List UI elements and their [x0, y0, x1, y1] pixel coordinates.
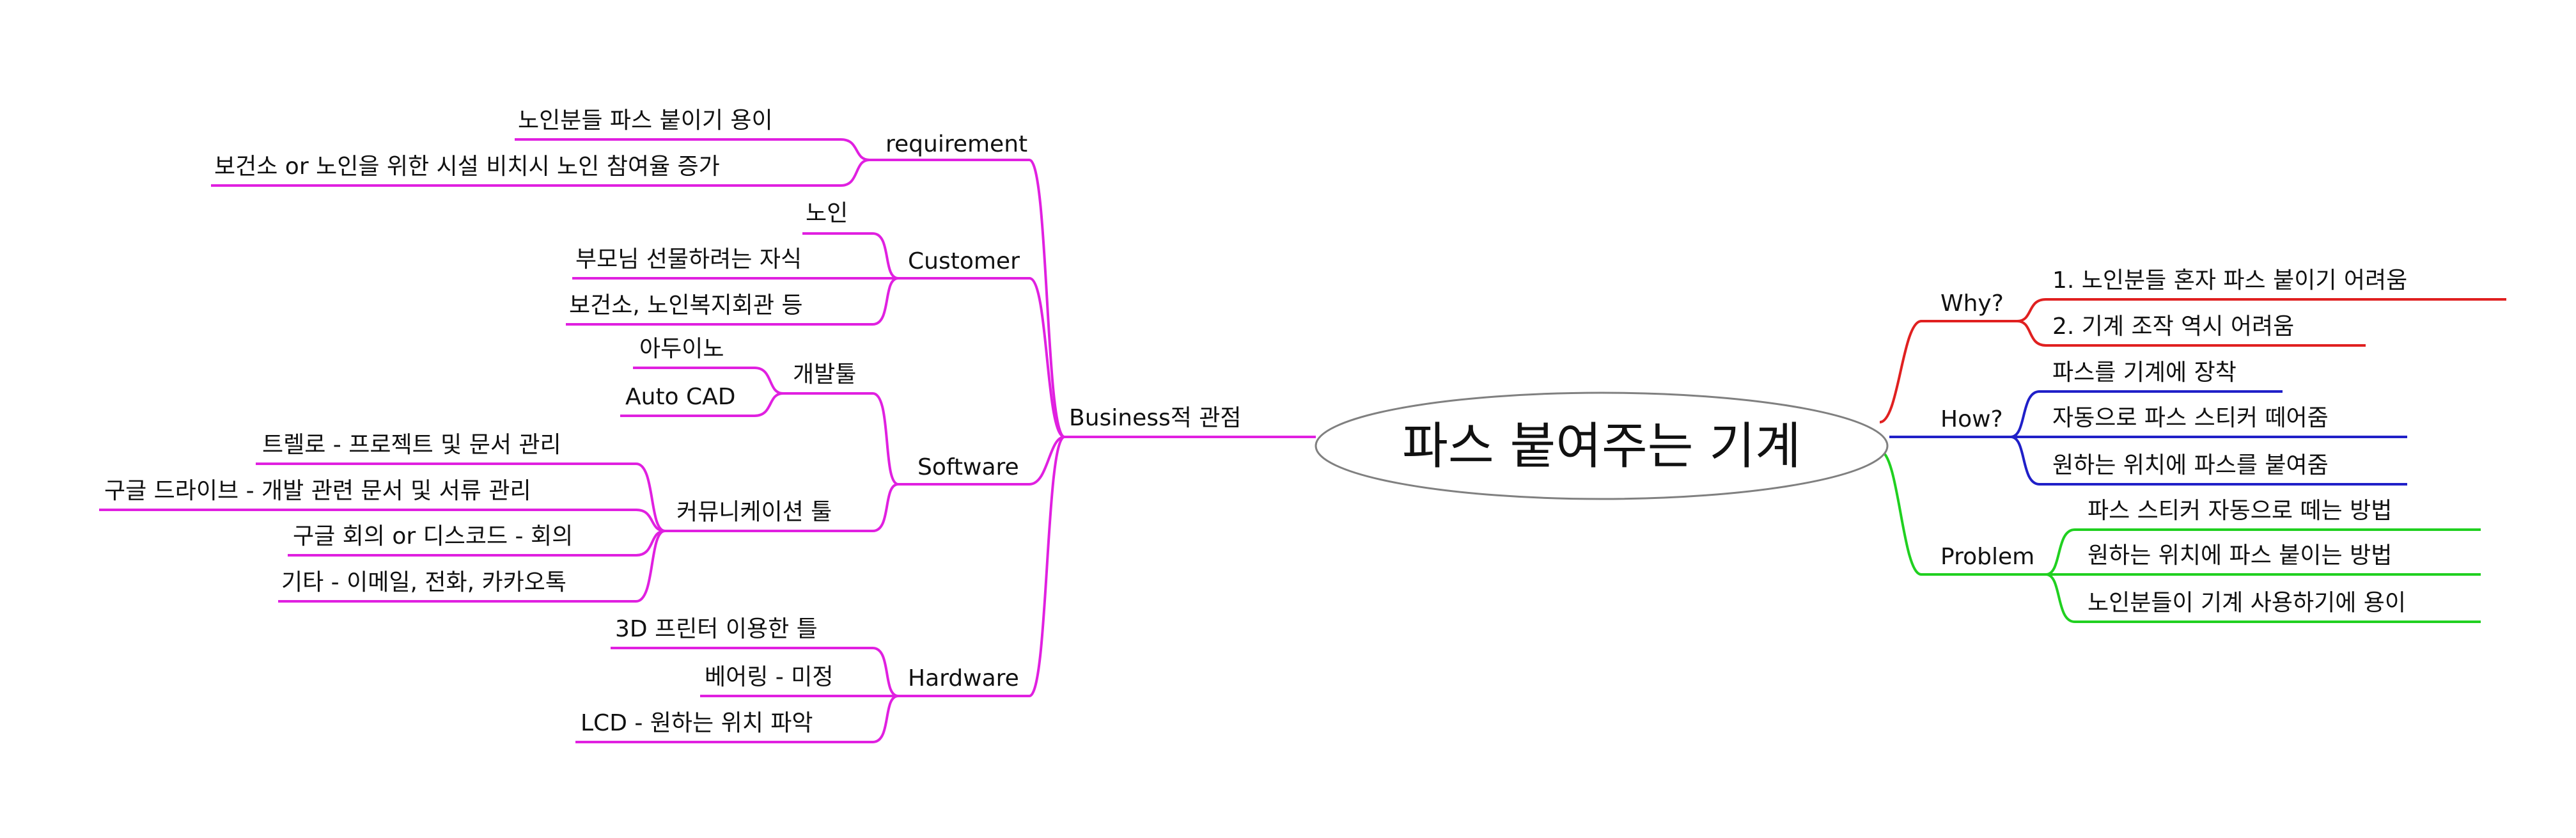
software-label[interactable]: Software	[917, 454, 1019, 480]
edge-software	[898, 436, 1065, 486]
edge-customer	[898, 277, 1065, 438]
edge-why-2	[2017, 320, 2366, 347]
prob-item-2[interactable]: 원하는 위치에 파스 붙이는 방법	[2088, 542, 2392, 569]
how-branch	[1889, 390, 2407, 486]
customer-label[interactable]: Customer	[908, 248, 1020, 274]
comm-item-2[interactable]: 구글 드라이브 - 개발 관련 문서 및 서류 관리	[104, 478, 531, 504]
how-item-2[interactable]: 자동으로 파스 스티커 떼어줌	[2052, 405, 2329, 431]
edge-req-1	[515, 138, 870, 161]
central-node-label: 파스 붙여주는 기계	[1402, 418, 1801, 475]
edge-why	[1879, 320, 2017, 423]
edge-req-2	[211, 159, 870, 187]
edge-cus-3	[566, 277, 899, 326]
prob-item-1[interactable]: 파스 스티커 자동으로 떼는 방법	[2088, 498, 2392, 524]
edge-problem	[1879, 450, 2046, 576]
hw-item-1[interactable]: 3D 프린터 이용한 틀	[615, 616, 818, 642]
edge-how-3	[2010, 436, 2407, 486]
edge-cus-1	[802, 232, 899, 280]
requirement-label[interactable]: requirement	[886, 131, 1027, 157]
edge-why-1	[2017, 298, 2506, 322]
central-node[interactable]	[1315, 391, 1889, 500]
req-item-1[interactable]: 노인분들 파스 붙이기 용이	[518, 107, 773, 134]
why-branch	[1879, 298, 2506, 423]
edge-comm-4	[278, 530, 666, 603]
comm-label[interactable]: 커뮤니케이션 툴	[676, 499, 832, 525]
why-item-1[interactable]: 1. 노인분들 혼자 파스 붙이기 어려움	[2052, 267, 2407, 294]
edge-dev-2	[620, 392, 784, 417]
cus-item-3[interactable]: 보건소, 노인복지회관 등	[569, 292, 803, 319]
comm-item-4[interactable]: 기타 - 이메일, 전화, 카카오톡	[281, 569, 566, 596]
edge-requirement	[870, 159, 1066, 438]
edge-comm-1	[256, 462, 666, 532]
edge-prob-3	[2045, 573, 2481, 623]
problem-label[interactable]: Problem	[1940, 544, 2034, 570]
business-branch	[99, 138, 1316, 743]
how-item-3[interactable]: 원하는 위치에 파스를 붙여줌	[2052, 452, 2329, 478]
hardware-label[interactable]: Hardware	[908, 665, 1019, 692]
why-item-2[interactable]: 2. 기계 조작 역시 어려움	[2052, 313, 2294, 340]
edge-how-1	[2010, 390, 2283, 438]
why-label[interactable]: Why?	[1940, 290, 2004, 317]
edge-prob-1	[2045, 528, 2481, 576]
dev-item-2[interactable]: Auto CAD	[625, 384, 736, 410]
cus-item-2[interactable]: 부모님 선물하려는 자식	[575, 246, 802, 273]
req-item-2[interactable]: 보건소 or 노인을 위한 시설 비치시 노인 참여율 증가	[214, 154, 720, 180]
cus-item-1[interactable]: 노인	[806, 200, 848, 226]
business-label[interactable]: Business적 관점	[1069, 405, 1242, 431]
edge-sw-dev	[783, 392, 899, 486]
edge-dev-1	[633, 367, 784, 395]
problem-branch	[1879, 450, 2481, 623]
prob-item-3[interactable]: 노인분들이 기계 사용하기에 용이	[2088, 590, 2406, 616]
edge-hw-1	[611, 647, 899, 697]
how-item-1[interactable]: 파스를 기계에 장착	[2052, 360, 2236, 386]
comm-item-1[interactable]: 트렐로 - 프로젝트 및 문서 관리	[262, 432, 561, 458]
edge-sw-comm	[665, 483, 899, 532]
hw-item-2[interactable]: 베어링 - 미정	[705, 664, 833, 690]
dev-item-1[interactable]: 아두이노	[639, 336, 724, 362]
edge-hardware	[898, 436, 1065, 697]
comm-item-3[interactable]: 구글 회의 or 디스코드 - 회의	[293, 523, 573, 549]
hw-item-3[interactable]: LCD - 원하는 위치 파악	[581, 710, 813, 736]
edge-comm-2	[99, 509, 666, 532]
how-label[interactable]: How?	[1940, 406, 2003, 432]
dev-label[interactable]: 개발툴	[793, 361, 856, 388]
edge-hw-3	[575, 695, 899, 743]
